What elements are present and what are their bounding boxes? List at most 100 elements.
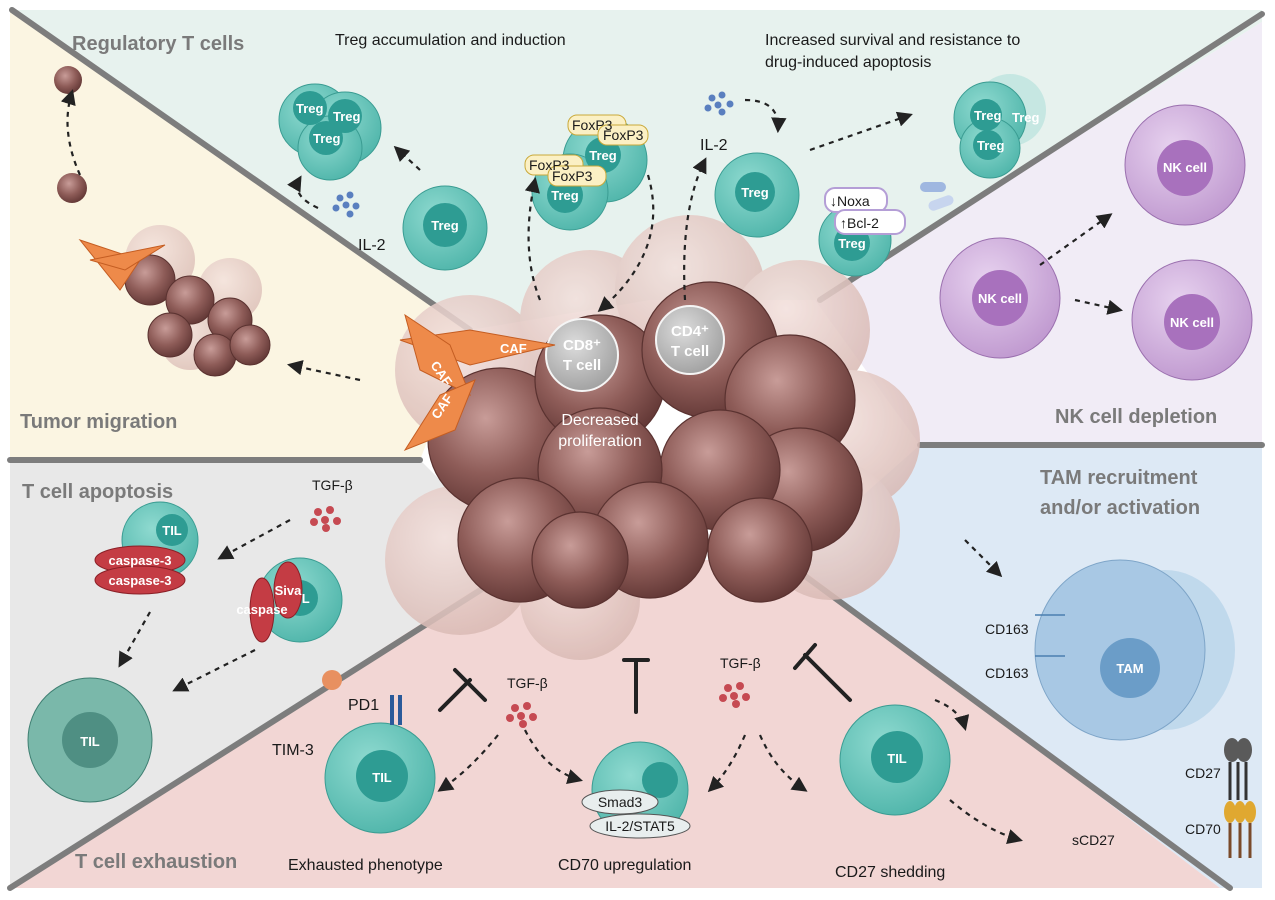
decreased-line1: Decreased: [561, 412, 638, 429]
tumor-mass: [385, 215, 920, 660]
caption-cd27-shedding: CD27 shedding: [835, 864, 945, 881]
nk-label-top: NK cell: [1163, 160, 1207, 175]
treg-cluster-left: Treg Treg Treg: [278, 83, 382, 181]
treg-cluster-survival: Treg Treg Treg: [953, 74, 1046, 179]
caption-survival-2: drug-induced apoptosis: [765, 54, 931, 71]
panel-title-regulatory: Regulatory T cells: [72, 33, 244, 55]
tgfb-label-shedding: TGF-β: [720, 655, 761, 671]
tgfb-label-apoptosis: TGF-β: [312, 477, 353, 493]
til-shedding: TIL: [839, 704, 951, 816]
il2-label-right: IL-2: [700, 137, 728, 154]
caspase3-label-1: caspase-3: [109, 553, 172, 568]
nk-cell-top: NK cell: [1124, 104, 1246, 226]
nk-label-main: NK cell: [978, 291, 1022, 306]
treg-foxp3-label-1: Treg: [589, 148, 617, 163]
treg-survival-label-2: Treg: [1012, 110, 1040, 125]
panel-title-tam-2: and/or activation: [1040, 497, 1200, 519]
treg-label-1: Treg: [296, 101, 324, 116]
til-dying-label: TIL: [80, 734, 100, 749]
cd163-label-2: CD163: [985, 665, 1029, 681]
bcl2-label: ↑Bcl-2: [840, 215, 879, 231]
tgfb-label-exhaustion: TGF-β: [507, 675, 548, 691]
nk-label-right: NK cell: [1170, 315, 1214, 330]
treg-right-label: Treg: [741, 185, 769, 200]
il2-dots-left: [332, 191, 360, 218]
caspase3-label-2: caspase-3: [109, 573, 172, 588]
caption-exhausted: Exhausted phenotype: [288, 857, 443, 874]
til-cell-apoptosis-1: TIL caspase-3 caspase-3: [94, 501, 199, 595]
tgfb-dots-apoptosis: [310, 506, 341, 532]
nk-cell-right: NK cell: [1131, 259, 1253, 381]
foxp3-label-3: FoxP3: [529, 157, 570, 173]
treg-foxp3-pair: Treg Treg FoxP3 FoxP3 FoxP3 FoxP3: [524, 114, 649, 231]
decreased-line2: proliferation: [558, 433, 642, 450]
legend-cd70-label: CD70: [1185, 821, 1221, 837]
treg-foxp3-label-2: Treg: [551, 188, 579, 203]
til-shedding-label: TIL: [887, 751, 907, 766]
til-cell-apoptosis-2: TIL Siva caspase: [236, 557, 343, 643]
tgfb-dots-shedding: [719, 682, 750, 708]
tam-label: TAM: [1116, 661, 1143, 676]
til-cd70-up: Smad3 IL-2/STAT5: [581, 741, 691, 839]
inhibition-bars: [438, 643, 852, 714]
cd8-t-cell: CD8⁺ T cell: [545, 318, 619, 392]
panel-migration-bg: [10, 10, 470, 460]
foxp3-label-1: FoxP3: [572, 117, 613, 133]
cd163-receptors: [1035, 614, 1065, 657]
cd163-label-1: CD163: [985, 621, 1029, 637]
foxp3-label-2: FoxP3: [603, 127, 644, 143]
cd8-label-line1: CD8⁺: [563, 337, 601, 354]
tgfb-dots-exhaustion: [506, 702, 537, 728]
treg-survival-label-1: Treg: [974, 108, 1002, 123]
til-apoptosis-label-1: TIL: [162, 523, 182, 538]
treg-noxa-label: Treg: [838, 236, 866, 251]
migrating-tumor-cells: [54, 66, 271, 377]
treg-cell-center: Treg: [402, 185, 488, 271]
pd1-receptor: [390, 695, 402, 725]
treg-label-3: Treg: [313, 131, 341, 146]
caspase-label: caspase: [236, 602, 287, 617]
tam-cell: TAM: [1034, 559, 1235, 741]
smad3-label: Smad3: [598, 794, 643, 810]
legend-cd27: CD27: [1185, 738, 1252, 800]
panel-title-nk: NK cell depletion: [1055, 406, 1217, 428]
panel-title-apoptosis: T cell apoptosis: [22, 481, 173, 503]
pd1-label: PD1: [348, 697, 379, 714]
noxa-label: ↓Noxa: [830, 193, 870, 209]
foxp3-label-4: FoxP3: [552, 168, 593, 184]
scd27-label: sCD27: [1072, 832, 1115, 848]
treg-survival-label-3: Treg: [977, 138, 1005, 153]
il2stat5-label: IL-2/STAT5: [605, 818, 675, 834]
tim3-label: TIM-3: [272, 742, 314, 759]
treg-cell-right: Treg: [714, 152, 800, 238]
caption-treg-accumulation: Treg accumulation and induction: [335, 32, 566, 49]
panel-dividers: [7, 7, 1265, 891]
caption-cd70-up: CD70 upregulation: [558, 857, 691, 874]
cd4-label-line2: T cell: [671, 343, 709, 360]
panel-title-tam-1: TAM recruitment: [1040, 467, 1198, 489]
pill-icons: [920, 182, 954, 211]
legend-cd27-label: CD27: [1185, 765, 1221, 781]
treg-center-label: Treg: [431, 218, 459, 233]
til-exhausted: TIL: [324, 722, 436, 834]
cd4-label-line1: CD4⁺: [671, 323, 709, 340]
caf-cells: CAF CAF CAF: [399, 313, 556, 452]
cd8-label-line2: T cell: [563, 357, 601, 374]
treg-label-2: Treg: [333, 109, 361, 124]
il2-label-left: IL-2: [358, 237, 386, 254]
tim3-receptor: [322, 670, 342, 690]
dashed-arrows: [60, 89, 1124, 845]
siva-label: Siva: [275, 583, 303, 598]
panel-title-migration: Tumor migration: [20, 411, 177, 433]
il2-dots-right: [704, 91, 734, 116]
treg-noxa-bcl2: Treg ↓Noxa ↑Bcl-2: [818, 187, 906, 277]
panel-tam-bg: [790, 445, 1262, 888]
til-cell-dying: TIL: [27, 677, 153, 803]
panel-title-exhaustion: T cell exhaustion: [75, 851, 237, 873]
legend-cd70: CD70: [1185, 801, 1256, 858]
til-exhausted-label: TIL: [372, 770, 392, 785]
caf-label-1: CAF: [500, 341, 527, 356]
cd4-t-cell: CD4⁺ T cell: [655, 305, 725, 375]
